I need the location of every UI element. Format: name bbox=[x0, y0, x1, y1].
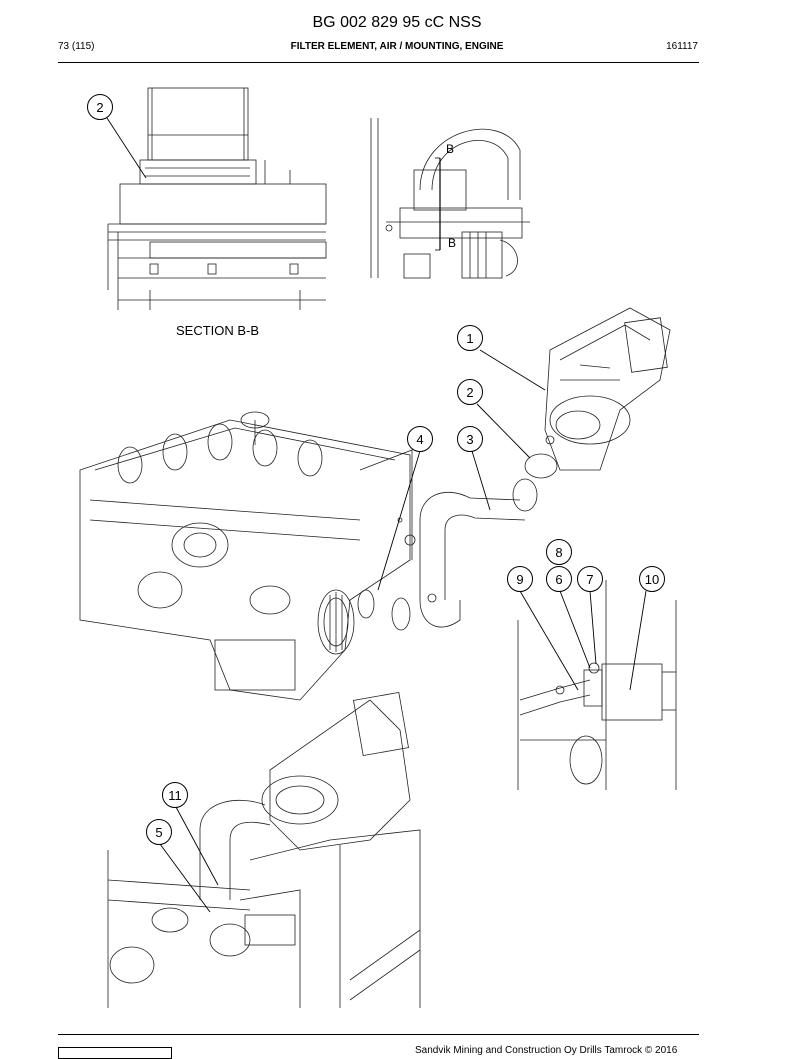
callout-number: 5 bbox=[155, 825, 162, 840]
engine-assembly-drawing bbox=[79, 411, 416, 701]
callout-balloon-7 bbox=[577, 566, 603, 592]
page-number: 73 (115) bbox=[58, 41, 95, 52]
callout-balloon-11 bbox=[162, 782, 188, 808]
callout-balloon-9 bbox=[507, 566, 533, 592]
callout-balloon-4 bbox=[407, 426, 433, 452]
section-marker-top: B bbox=[446, 142, 454, 156]
intake-hose-drawing bbox=[391, 478, 538, 631]
bracket-detail-drawing bbox=[517, 580, 677, 790]
section-marker-bottom: B bbox=[448, 236, 456, 250]
document-number: BG 002 829 95 cC NSS bbox=[312, 14, 482, 31]
callout-balloon-2-top bbox=[87, 94, 113, 120]
callout-number: 2 bbox=[96, 100, 103, 115]
section-view-drawing bbox=[107, 87, 327, 310]
callout-balloon-3 bbox=[457, 426, 483, 452]
callout-number: 1 bbox=[466, 331, 473, 346]
callout-number: 11 bbox=[168, 788, 182, 803]
company-logo bbox=[58, 1047, 172, 1059]
installed-view-drawing bbox=[107, 691, 421, 1008]
header-divider bbox=[58, 62, 699, 63]
callout-balloon-6 bbox=[546, 566, 572, 592]
section-label: SECTION B-B bbox=[176, 323, 260, 338]
detail-view-drawing bbox=[370, 118, 530, 279]
callout-number: 9 bbox=[516, 572, 523, 587]
callout-leaders bbox=[106, 117, 647, 913]
callout-balloon-5 bbox=[146, 819, 172, 845]
callout-number: 8 bbox=[555, 545, 562, 560]
footer-divider bbox=[58, 1034, 699, 1035]
document-date: 161117 bbox=[666, 41, 698, 52]
callout-number: 10 bbox=[645, 572, 659, 587]
callout-number: 6 bbox=[555, 572, 562, 587]
footer-copyright: Sandvik Mining and Construction Oy Drill… bbox=[415, 1045, 678, 1056]
callout-balloon-2 bbox=[457, 379, 483, 405]
callout-balloon-10 bbox=[639, 566, 665, 592]
callout-number: 2 bbox=[466, 385, 473, 400]
callout-balloon-8 bbox=[546, 539, 572, 565]
callout-number: 4 bbox=[416, 432, 423, 447]
callout-balloon-1 bbox=[457, 325, 483, 351]
callout-number: 3 bbox=[466, 432, 473, 447]
section-title: FILTER ELEMENT, AIR / MOUNTING, ENGINE bbox=[290, 41, 504, 52]
air-filter-drawing bbox=[524, 307, 671, 479]
callout-number: 7 bbox=[586, 572, 593, 587]
